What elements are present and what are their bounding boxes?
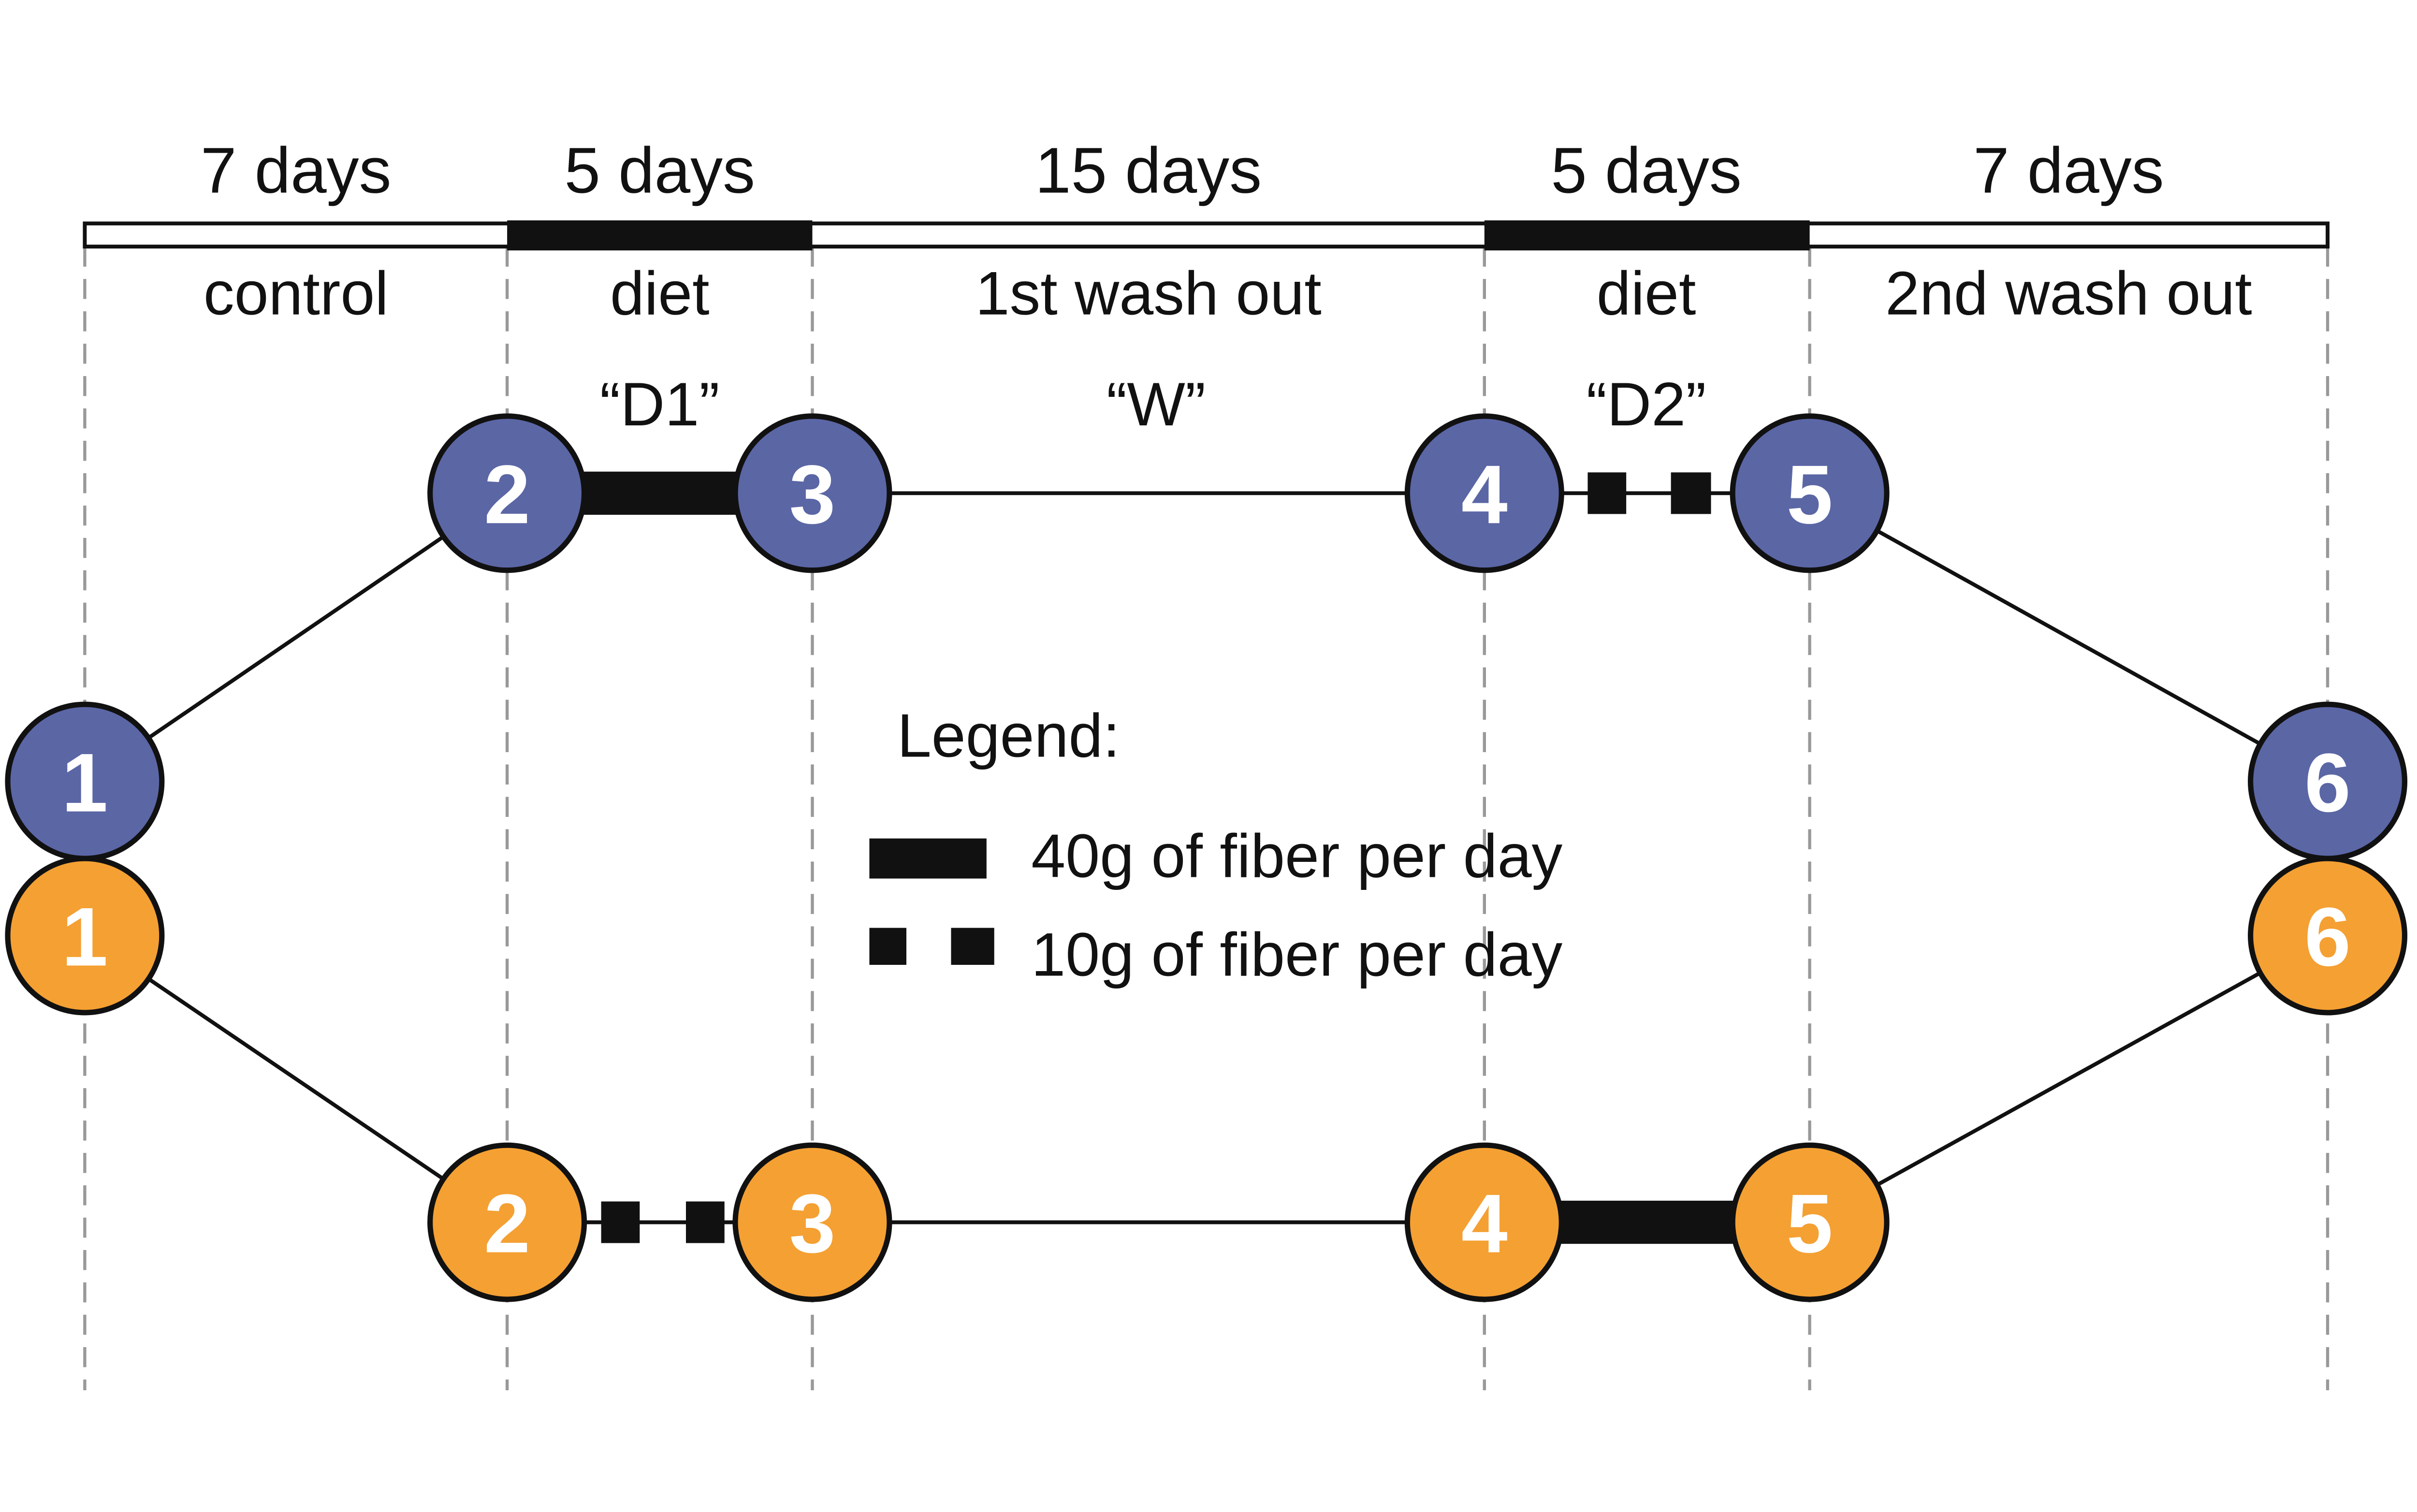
timeline-diet-segment-d2 xyxy=(1484,220,1810,251)
node-blue-2: 2 xyxy=(427,413,587,573)
node-orange-5-circle xyxy=(1730,1142,1890,1302)
node-orange-1-number: 1 xyxy=(61,890,108,983)
node-orange-3-circle xyxy=(732,1142,892,1302)
node-blue-5: 5 xyxy=(1730,413,1890,573)
connector-orange-1-2 xyxy=(84,934,509,1224)
segment-code-d1: “D1” xyxy=(600,370,720,439)
node-orange-4-circle xyxy=(1404,1142,1564,1302)
legend-item-10g: 10g of fiber per day xyxy=(869,920,1563,989)
phase-label-washout2: 2nd wash out xyxy=(1885,259,2252,328)
node-orange-6-circle xyxy=(2248,856,2408,1016)
legend-item-10g-label: 10g of fiber per day xyxy=(1031,920,1562,989)
node-blue-2-circle xyxy=(427,413,587,573)
segment-code-w: “W” xyxy=(1107,370,1206,439)
node-orange-6: 6 xyxy=(2248,856,2408,1016)
phase-label-control: control xyxy=(204,259,389,328)
dashed-fiber-square-blue-a xyxy=(1587,472,1627,514)
node-blue-4-circle xyxy=(1404,413,1564,573)
legend-dashed-bar-symbol-b xyxy=(951,928,994,965)
timeline-diet-segment-d1 xyxy=(507,220,813,251)
node-orange-2-number: 2 xyxy=(484,1178,530,1270)
node-blue-3-circle xyxy=(732,413,892,573)
dashed-fiber-square-orange-a xyxy=(601,1201,640,1243)
legend-thick-bar-symbol xyxy=(869,838,987,879)
legend-dashed-bar-symbol-a xyxy=(869,928,906,965)
connector-orange-5-6 xyxy=(1808,934,2329,1224)
duration-label-washout1: 15 days xyxy=(1035,135,1262,207)
phase-label-washout1: 1st wash out xyxy=(976,259,1322,328)
legend-title: Legend: xyxy=(897,702,1120,771)
duration-label-diet1: 5 days xyxy=(565,135,756,207)
node-orange-5: 5 xyxy=(1730,1142,1890,1302)
node-orange-1: 1 xyxy=(5,856,165,1016)
phase-labels: control diet 1st wash out diet 2nd wash … xyxy=(204,259,2252,328)
dashed-fiber-square-blue-b xyxy=(1671,472,1711,514)
phase-boundaries xyxy=(83,247,2330,1391)
node-blue-5-circle xyxy=(1730,413,1890,573)
node-blue-6-number: 6 xyxy=(2304,737,2351,829)
legend: Legend: 40g of fiber per day 10g of fibe… xyxy=(869,702,1563,989)
duration-labels: 7 days 5 days 15 days 5 days 7 days xyxy=(201,135,2164,207)
node-orange-2: 2 xyxy=(427,1142,587,1302)
node-blue-6: 6 xyxy=(2248,701,2408,861)
node-orange-4-number: 4 xyxy=(1461,1178,1508,1270)
node-orange-3-number: 3 xyxy=(789,1178,836,1270)
timeline-bar-track xyxy=(83,221,2330,249)
dashed-fiber-square-orange-b xyxy=(686,1201,725,1243)
connector-blue-5-6 xyxy=(1808,491,2329,784)
legend-item-40g: 40g of fiber per day xyxy=(869,822,1563,890)
node-blue-3: 3 xyxy=(732,413,892,573)
phase-label-diet2: diet xyxy=(1597,259,1696,328)
node-blue-4-number: 4 xyxy=(1461,448,1508,541)
node-orange-5-number: 5 xyxy=(1787,1178,1833,1270)
node-orange-6-number: 6 xyxy=(2304,890,2351,983)
phase-label-diet1: diet xyxy=(610,259,710,328)
node-blue-1: 1 xyxy=(5,701,165,861)
legend-item-40g-label: 40g of fiber per day xyxy=(1031,822,1562,890)
duration-label-washout2: 7 days xyxy=(1973,135,2164,207)
node-blue-3-number: 3 xyxy=(789,448,836,541)
duration-label-diet2: 5 days xyxy=(1551,135,1742,207)
node-blue-5-number: 5 xyxy=(1787,448,1833,541)
duration-label-control: 7 days xyxy=(201,135,392,207)
node-blue-2-number: 2 xyxy=(484,448,530,541)
segment-code-labels: “D1” “W” “D2” xyxy=(600,370,1706,439)
node-orange-3: 3 xyxy=(732,1142,892,1302)
node-orange-1-circle xyxy=(5,856,165,1016)
connector-blue-1-2 xyxy=(84,492,509,783)
blue-arm: 1 2 3 4 5 6 xyxy=(5,413,2408,861)
node-orange-2-circle xyxy=(427,1142,587,1302)
segment-code-d2: “D2” xyxy=(1587,370,1706,439)
timeline-bar xyxy=(83,220,2330,251)
node-blue-4: 4 xyxy=(1404,413,1564,573)
orange-arm: 1 2 3 4 5 6 xyxy=(5,856,2408,1302)
node-blue-1-number: 1 xyxy=(61,737,108,829)
node-orange-4: 4 xyxy=(1404,1142,1564,1302)
